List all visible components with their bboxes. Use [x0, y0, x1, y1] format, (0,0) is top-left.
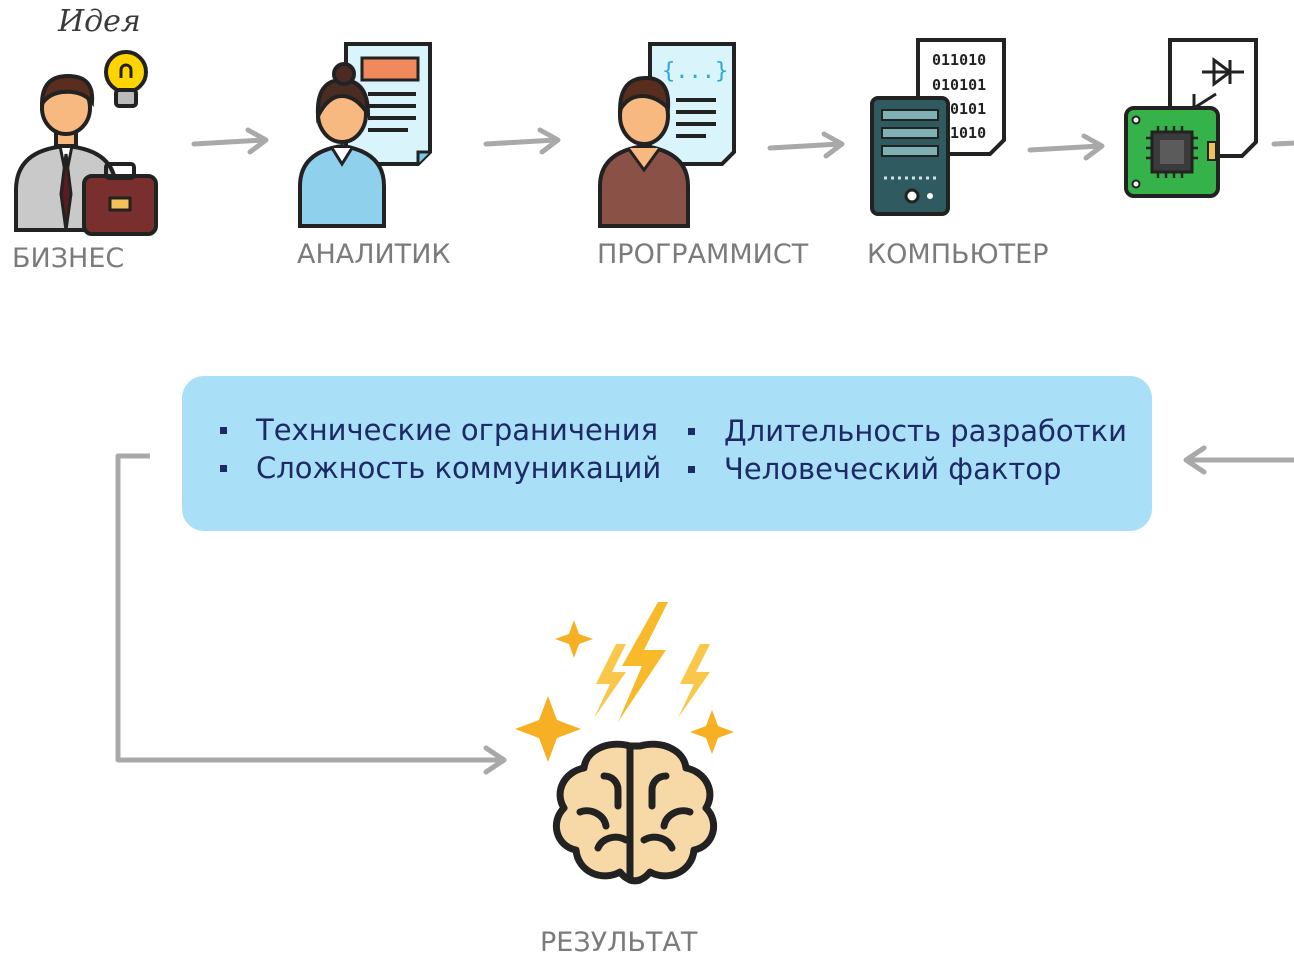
step-label-analyst: АНАЛИТИК	[297, 239, 451, 270]
computer-icon: 011010 010101 0101 1010	[870, 38, 1006, 216]
flow-arrow	[767, 131, 845, 159]
analyst-icon	[298, 42, 432, 228]
problem-item: Сложность коммуникаций	[219, 451, 662, 485]
code-snippet: {...}	[662, 59, 728, 84]
flow-arrow	[483, 127, 561, 155]
binary-line: 010101	[932, 76, 986, 94]
return-arrow	[1183, 445, 1294, 475]
result-connector-arrow	[115, 453, 507, 775]
flow-arrow	[1027, 133, 1105, 161]
programmer-icon: {...}	[598, 42, 736, 228]
binary-line: 011010	[932, 51, 986, 69]
step-label-business: БИЗНЕС	[12, 243, 125, 274]
idea-label: Идея	[58, 4, 141, 39]
flow-arrow	[191, 127, 269, 155]
binary-line: 0101	[950, 100, 986, 118]
brain-lightning-icon	[515, 602, 734, 885]
binary-line: 1010	[950, 124, 986, 142]
step-label-programmer: ПРОГРАММИСТ	[597, 239, 809, 270]
problem-item: Длительность разработки	[688, 414, 1127, 448]
problems-box	[182, 376, 1152, 531]
problem-item: Технические ограничения	[219, 413, 659, 447]
businessman-icon	[14, 50, 158, 236]
step-label-computer: КОМПЬЮТЕР	[867, 239, 1049, 270]
problem-item: Человеческий фактор	[687, 452, 1062, 486]
flow-arrow-continuation	[1271, 140, 1294, 147]
circuit-chip-icon	[1124, 38, 1258, 198]
result-label: РЕЗУЛЬТАТ	[540, 927, 698, 958]
